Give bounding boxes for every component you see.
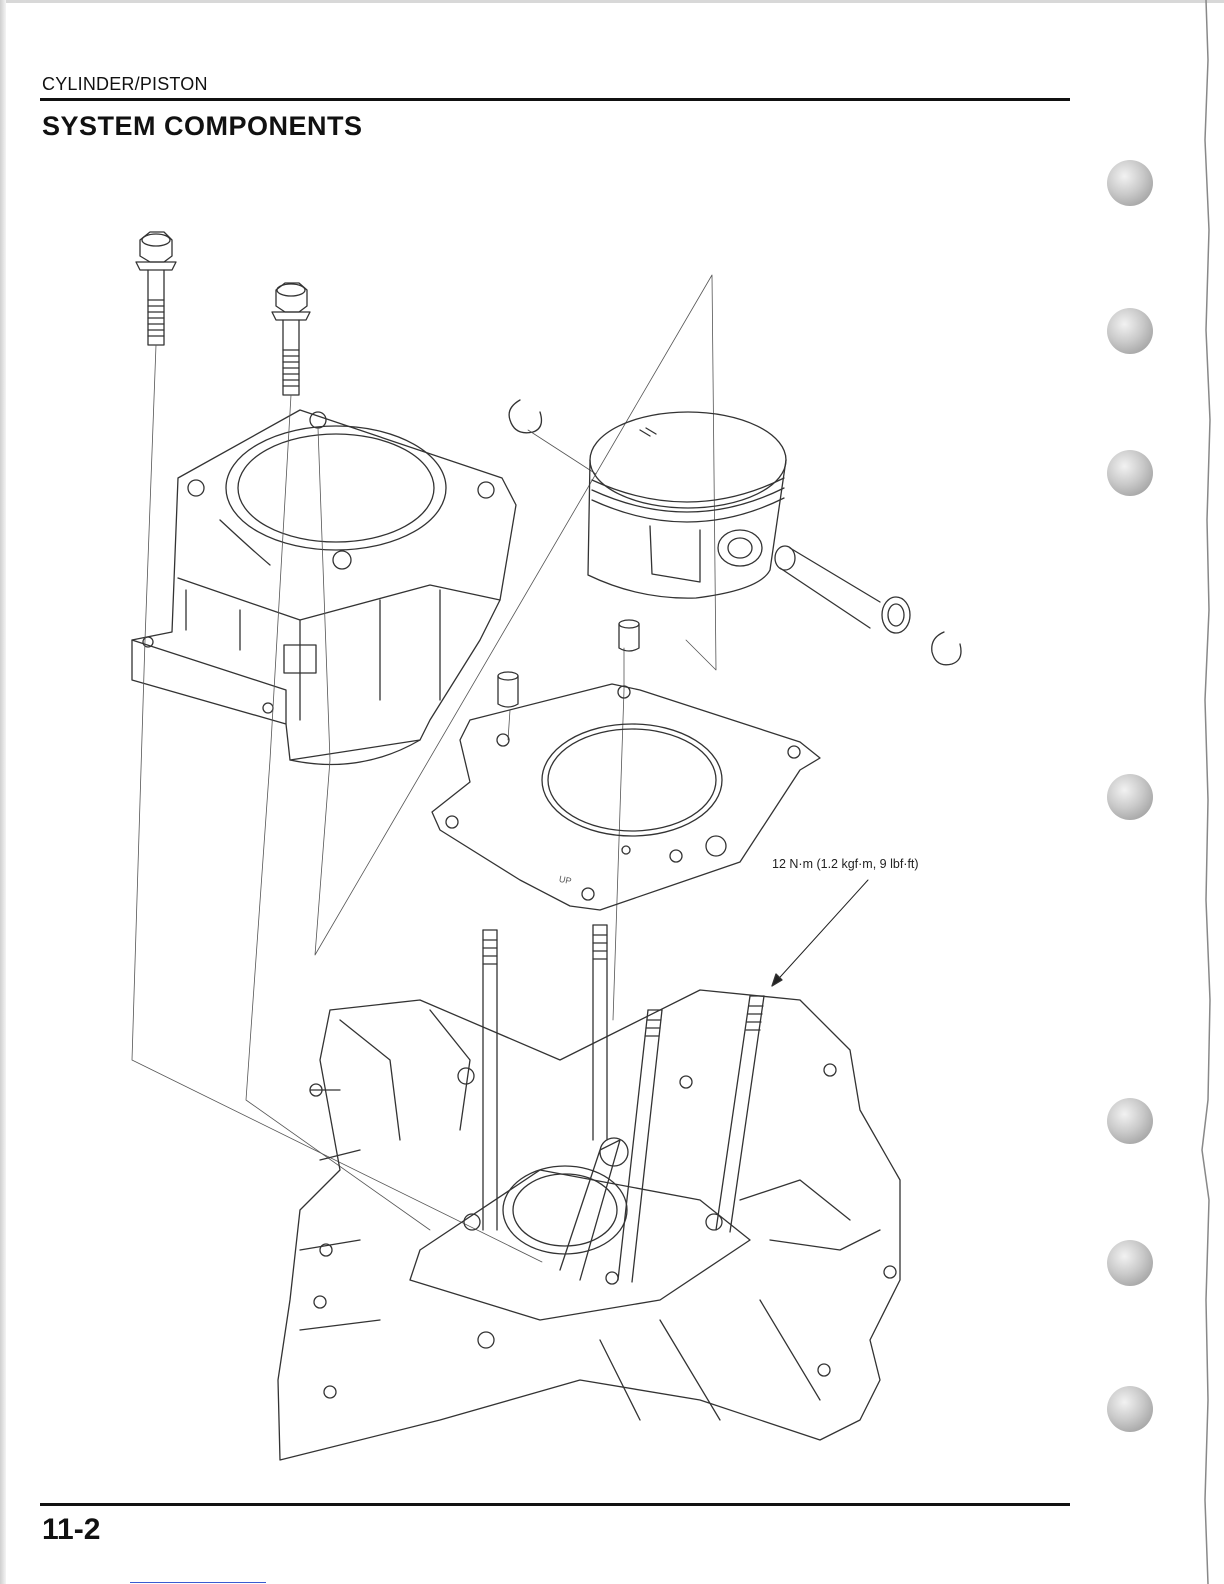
torque-leader-line (772, 880, 868, 986)
piston-pin-clip-left (509, 400, 541, 433)
torque-spec-label: 12 N·m (1.2 kgf·m, 9 lbf·ft) (772, 857, 919, 871)
crankcase (278, 990, 900, 1460)
cylinder-bolt-left (136, 232, 176, 345)
section-tab-marker-2 (1107, 308, 1153, 354)
cylinder-bolt-right (272, 283, 310, 395)
piston-pin (775, 546, 910, 633)
section-tab-marker-1 (1107, 160, 1153, 206)
section-tab-marker-3 (1107, 450, 1153, 496)
section-tab-marker-6 (1107, 1240, 1153, 1286)
section-tab-marker-4 (1107, 774, 1153, 820)
footer-underline (130, 1582, 266, 1583)
piston-pin-clip-right (932, 632, 961, 665)
page-number: 11-2 (42, 1513, 100, 1547)
stud-bolts (483, 925, 764, 1282)
piston (588, 412, 786, 598)
cylinder-gasket (432, 684, 820, 910)
dowel-pin-left (498, 672, 518, 707)
footer-rule (40, 1503, 1070, 1506)
section-tab-marker-5 (1107, 1098, 1153, 1144)
dowel-pin-right (619, 620, 639, 651)
section-tab-marker-7 (1107, 1386, 1153, 1432)
